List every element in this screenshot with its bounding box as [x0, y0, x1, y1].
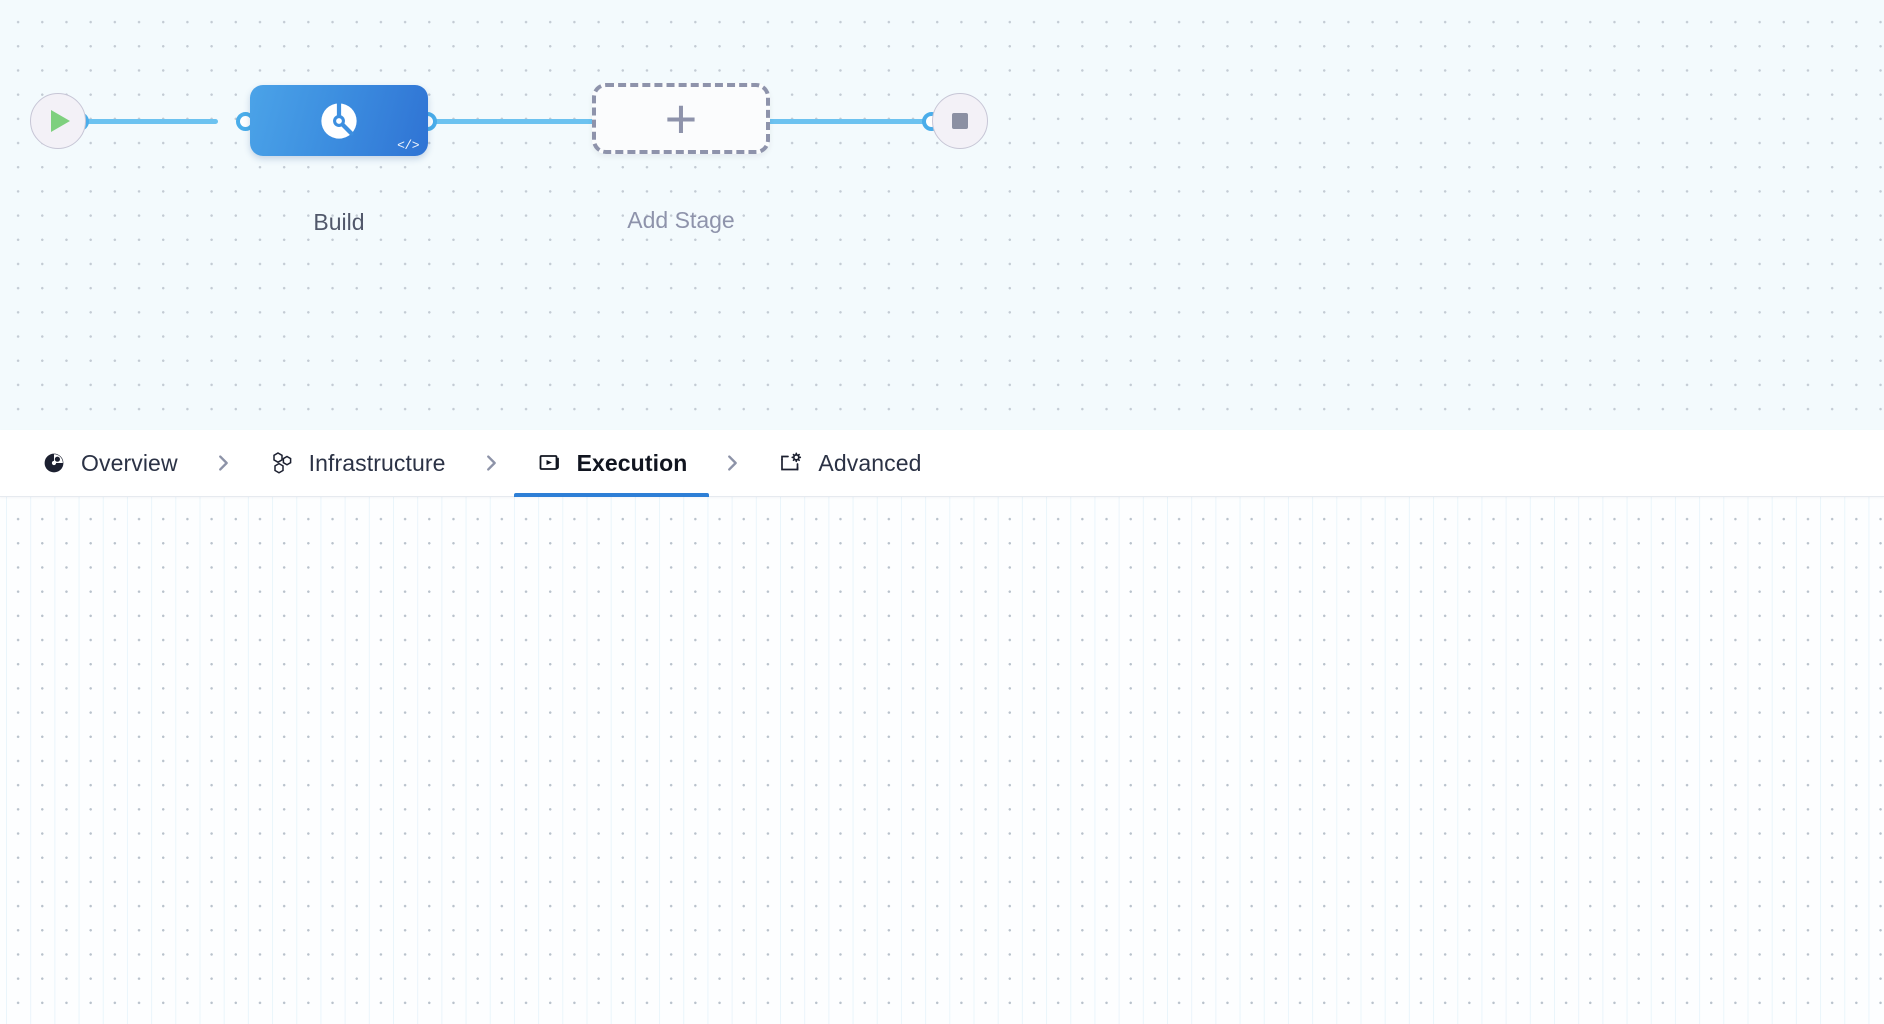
- add-stage-node[interactable]: +: [592, 83, 770, 154]
- hexagon-cluster-icon: [268, 449, 296, 477]
- chevron-right-icon: [200, 430, 246, 497]
- tab-execution-label: Execution: [576, 449, 688, 476]
- code-badge-icon[interactable]: </>: [397, 138, 419, 153]
- pipeline-end-node[interactable]: [932, 93, 988, 149]
- execution-steps-canvas[interactable]: </> Background </> Run: [0, 497, 1884, 1024]
- tab-infrastructure[interactable]: Infrastructure: [246, 430, 468, 497]
- tab-advanced[interactable]: Advanced: [755, 430, 943, 497]
- stage-node-build[interactable]: </>: [250, 85, 428, 156]
- stop-icon: [952, 113, 968, 129]
- overview-pie-icon: [40, 449, 68, 477]
- chevron-right-icon: [709, 430, 755, 497]
- add-stage-label: Add Stage: [627, 207, 735, 233]
- connector-addstage-to-end: [762, 119, 948, 124]
- pipeline-start-node[interactable]: [30, 93, 86, 149]
- chevron-right-icon: [468, 430, 514, 497]
- stage-config-tabs: Overview Infrastructure: [0, 430, 1884, 497]
- tab-advanced-label: Advanced: [818, 449, 922, 476]
- connector-start-to-build: [78, 119, 218, 124]
- plus-icon: +: [664, 86, 698, 150]
- tab-overview-label: Overview: [81, 449, 178, 476]
- advanced-gear-box-icon: [777, 449, 805, 477]
- play-icon: [51, 110, 70, 132]
- tab-overview[interactable]: Overview: [18, 430, 200, 497]
- execution-play-box-icon: [536, 449, 564, 477]
- connector-build-to-addstage: [420, 119, 600, 124]
- tab-execution[interactable]: Execution: [513, 430, 710, 497]
- tab-infrastructure-label: Infrastructure: [308, 449, 446, 476]
- stage-node-build-label: Build: [313, 209, 365, 235]
- stage-pipeline-canvas[interactable]: </> Build + Add Stage: [0, 0, 1884, 430]
- harness-pie-icon: [321, 100, 357, 139]
